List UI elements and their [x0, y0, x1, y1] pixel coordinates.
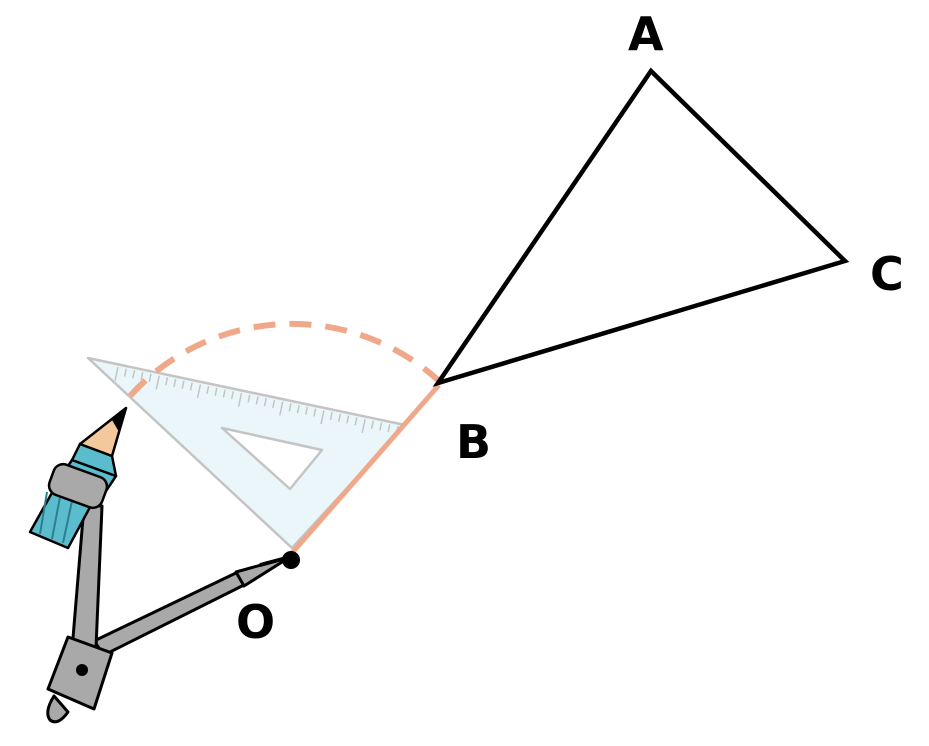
ruler-tick — [230, 391, 235, 400]
label-b: B — [456, 415, 491, 469]
dashed-arc — [127, 320, 441, 399]
ruler-tick — [329, 411, 333, 421]
point-o — [282, 551, 300, 569]
triangle-abc — [432, 67, 850, 387]
ruler-tick — [379, 422, 383, 431]
ruler-tick — [313, 408, 317, 417]
ruler-tick — [288, 403, 292, 412]
ruler-tick — [337, 413, 342, 422]
label-o: O — [236, 595, 275, 649]
ruler-tick — [114, 366, 119, 381]
ruler-tick — [346, 415, 350, 424]
ruler-tick — [165, 377, 169, 386]
set-square-icon — [86, 356, 407, 550]
ruler-tick — [189, 382, 193, 391]
ruler-tick — [263, 398, 267, 407]
ruler-tick — [181, 380, 185, 389]
ruler-tick — [222, 389, 226, 398]
compass-icon — [46, 504, 292, 724]
ruler-tick — [206, 385, 210, 395]
ruler-tick — [296, 405, 300, 414]
ruler-tick — [370, 420, 375, 429]
pencil-icon — [28, 406, 128, 550]
ruler-tick — [196, 384, 202, 399]
ruler-tick — [123, 368, 127, 377]
ruler-tick — [255, 396, 259, 405]
ruler-tick — [173, 378, 177, 388]
segment-ob — [290, 383, 441, 555]
ruler-tick — [279, 401, 284, 416]
ruler-tick — [305, 406, 309, 415]
ruler-tick — [320, 410, 325, 425]
label-c: C — [870, 247, 904, 301]
ruler-tick — [214, 387, 218, 396]
ruler-tick — [237, 392, 243, 407]
ruler-tick — [272, 399, 276, 408]
ruler-tick — [132, 370, 136, 379]
ruler-tick — [155, 375, 160, 390]
ruler-tick — [361, 418, 366, 433]
label-a: A — [628, 7, 664, 61]
ruler-tick — [148, 373, 152, 382]
ruler-tick — [140, 372, 144, 381]
ruler-tick — [387, 424, 391, 433]
ruler-tick — [354, 417, 358, 426]
ruler-tick — [247, 394, 251, 403]
